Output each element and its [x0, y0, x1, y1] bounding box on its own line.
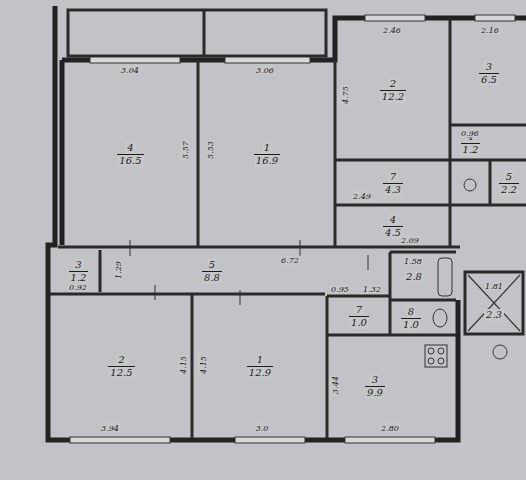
room: 44.5 [337, 207, 449, 246]
room-number: 5 [207, 259, 217, 271]
room-area: 12.9 [247, 366, 273, 379]
dimension-label: 2.80 [380, 424, 400, 433]
room-number: 3 [73, 259, 83, 271]
room-area: 12.2 [380, 90, 406, 103]
room-number: 3 [484, 61, 494, 73]
room-number: 2 [116, 354, 126, 366]
dimension-label: 1.81 [484, 282, 504, 291]
room-number: 1 [262, 142, 272, 154]
room-area: 2.8 [404, 271, 424, 283]
room: 52.2 [492, 162, 526, 204]
dimension-label: 5.57 [181, 140, 190, 160]
room-number: 3 [370, 374, 380, 386]
room: 39.9 [329, 337, 421, 436]
room-area: 1.2 [461, 143, 481, 156]
room-number: 2 [388, 78, 398, 90]
room-area: 1.0 [349, 316, 369, 329]
room-area: 1.0 [401, 318, 421, 331]
room: 212.5 [52, 296, 191, 436]
dimension-label: 4.75 [341, 85, 350, 105]
room-area: 16.5 [117, 154, 143, 167]
dimension-label: 3.44 [331, 375, 340, 395]
dimension-label: 3.0 [255, 424, 270, 433]
room-number: 1 [255, 354, 265, 366]
room-area: 2.3 [484, 309, 504, 321]
room: 416.5 [64, 62, 197, 246]
room: 116.9 [200, 62, 334, 246]
room-number: 4 [125, 142, 135, 154]
room-area: 12.5 [108, 366, 134, 379]
dimension-label: 3.06 [255, 66, 275, 75]
room: 36.5 [452, 22, 526, 124]
dimension-label: 4.15 [179, 355, 188, 375]
room-number: 7 [388, 171, 398, 183]
dimension-label: 2.09 [400, 236, 420, 245]
room-area: 2.2 [499, 183, 519, 196]
dimension-label: 2.16 [480, 26, 500, 35]
dimension-label: 5.53 [206, 140, 215, 160]
room-area: 8.8 [202, 271, 222, 284]
dimension-label: 2.49 [352, 192, 372, 201]
dimension-label: 4.15 [199, 355, 208, 375]
room-number: 7 [354, 304, 364, 316]
dimension-label: 3.04 [120, 66, 140, 75]
room-area: 16.9 [254, 154, 280, 167]
room: 2.3 [470, 300, 518, 330]
dimension-label: 1.32 [362, 285, 382, 294]
dimension-label: 1.58 [403, 257, 423, 266]
dimension-label: 0.96 [460, 129, 480, 138]
dimension-label: 2.46 [382, 26, 402, 35]
dimension-label: 0.92 [68, 283, 88, 292]
dimension-label: 1.29 [114, 260, 123, 280]
room-area: 6.5 [479, 73, 499, 86]
room: 71.0 [329, 298, 389, 334]
dimension-label: 6.72 [280, 256, 300, 265]
room-number: 5 [504, 171, 514, 183]
dimension-label: 3.94 [100, 424, 120, 433]
dimension-label: 0.95 [330, 285, 350, 294]
room-area: 9.9 [365, 386, 385, 399]
room-number: 8 [406, 306, 416, 318]
room: 212.2 [337, 22, 449, 159]
room-number: 4 [388, 214, 398, 226]
room: 112.9 [194, 296, 326, 436]
room: 81.0 [392, 302, 430, 334]
room-area: 4.3 [383, 183, 403, 196]
